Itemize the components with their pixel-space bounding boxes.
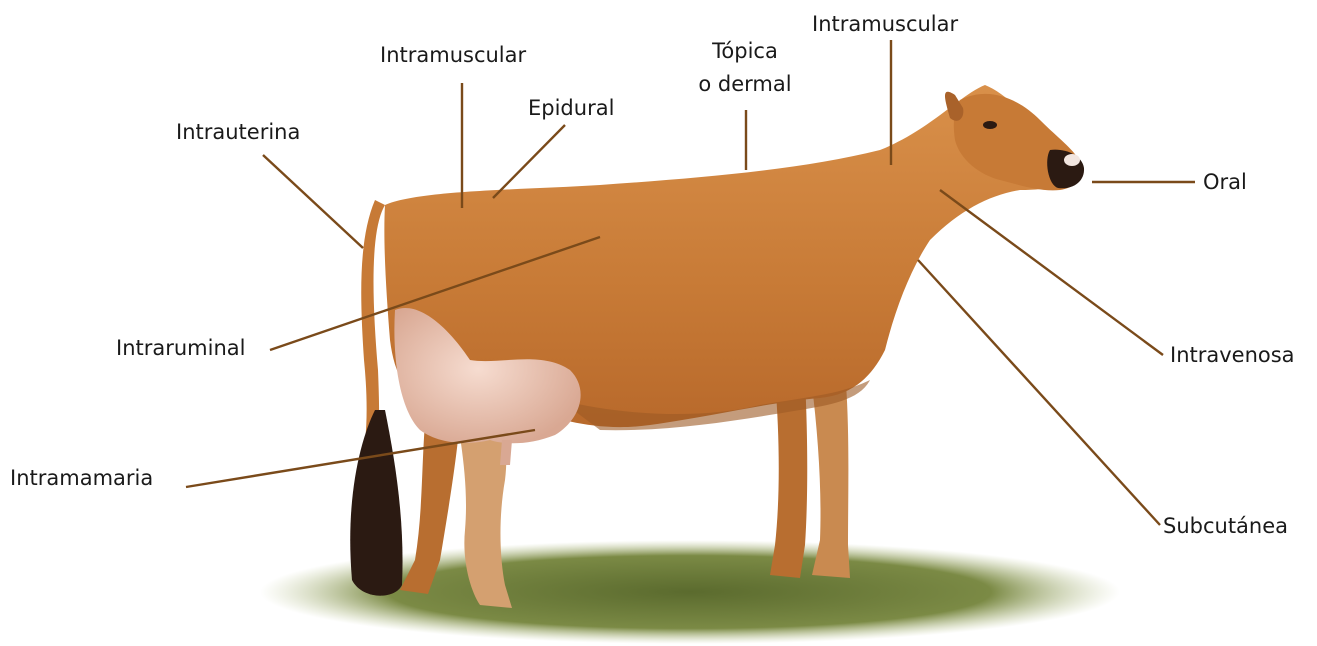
label-intramamaria: Intramamaria	[10, 466, 153, 491]
label-subcutanea: Subcutánea	[1163, 514, 1288, 539]
teat	[500, 440, 512, 465]
label-oral: Oral	[1203, 170, 1247, 195]
label-intraruminal: Intraruminal	[116, 336, 246, 361]
nose-highlight	[1064, 154, 1080, 166]
tail-switch	[350, 410, 402, 596]
label-epidural: Epidural	[528, 96, 614, 121]
leader-subcutanea	[918, 260, 1160, 525]
label-intramuscular-rump: Intramuscular	[380, 43, 526, 68]
leader-epidural	[493, 125, 565, 198]
label-intrauterina: Intrauterina	[176, 120, 300, 145]
leader-intravenosa	[940, 190, 1163, 355]
muzzle	[1047, 150, 1084, 189]
label-topica-line2: o dermal	[695, 72, 795, 97]
eye	[983, 121, 997, 129]
label-topica-line1: Tópica	[705, 39, 785, 64]
label-intravenosa: Intravenosa	[1170, 343, 1295, 368]
leader-intrauterina	[263, 155, 363, 248]
label-intramuscular-neck: Intramuscular	[812, 12, 958, 37]
